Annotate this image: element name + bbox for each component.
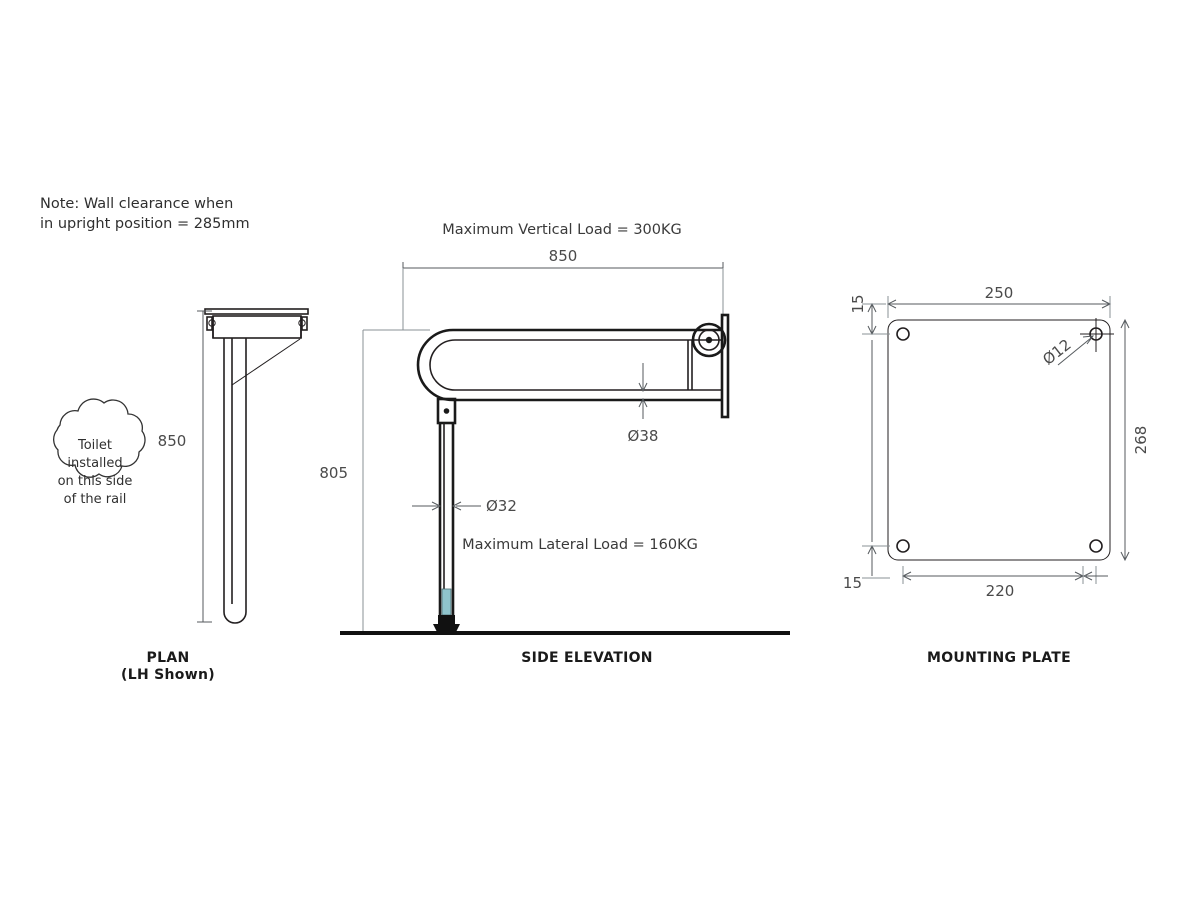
side-dim-850-text: 850 [549,247,578,265]
plan-dim-850: 850 [158,310,212,623]
max-vertical-load-label: Maximum Vertical Load = 300KG [442,222,682,238]
plate-dim-250-text: 250 [985,284,1014,302]
fixing-hole-bottom-left [896,539,910,553]
plan-wall-plate [204,308,309,315]
plan-view: 850 Toilet installed on this side of the… [53,308,309,683]
plan-hinge-body [212,315,302,339]
callout-cloud-shape [53,398,146,478]
plan-rail-tube [223,338,247,624]
plate-dim-268-text: 268 [1132,426,1150,455]
wall-mounting-plate [720,313,730,419]
plate-dim-d12-text: Ø12 [1039,335,1074,368]
side-elevation-view: Maximum Vertical Load = 300KG 850 805 [319,222,790,666]
side-dim-805: 805 [319,329,430,632]
side-dim-d32: Ø32 [412,497,517,515]
hinge-boss-outer [691,322,727,358]
plate-dim-15-bottom-text: 15 [843,574,862,592]
callout-line-3: on this side [58,474,133,489]
plan-dim-850-text: 850 [158,432,187,450]
mounting-plate-outline [887,319,1111,561]
plate-dim-15-top-text: 15 [849,294,867,313]
side-dim-d38: Ø38 [628,363,659,445]
plate-dim-15-bottom: 15 [843,544,890,592]
mounting-plate-view: Ø12 250 220 [843,284,1150,666]
side-elevation-title: SIDE ELEVATION [521,650,653,666]
max-lateral-load-label: Maximum Lateral Load = 160KG [462,537,698,553]
leg-pivot-pin [443,408,450,414]
plate-dim-220-text: 220 [986,582,1015,600]
wall-clearance-note-line-1: Note: Wall clearance when [40,196,233,212]
plate-dim-d12: Ø12 [1039,335,1095,369]
side-dim-d38-text: Ø38 [628,427,659,445]
callout-line-2: installed [67,456,122,471]
plan-view-title: PLAN [147,650,190,666]
foot-collar [438,615,455,624]
hinge-boss-center [705,336,713,344]
adjustable-foot-insert [441,588,452,616]
toilet-side-callout: Toilet installed on this side of the rai… [53,398,146,507]
wall-clearance-note: Note: Wall clearance when in upright pos… [40,196,250,232]
side-dim-d32-text: Ø32 [486,497,517,515]
plan-view-subtitle: (LH Shown) [121,667,215,683]
foot-base [433,624,460,632]
plate-dim-250: 250 [886,284,1112,318]
plate-dim-220: 220 [901,566,1108,600]
fixing-hole-top-left [896,327,910,341]
plate-dim-268: 268 [1120,318,1150,562]
side-dim-805-text: 805 [319,464,348,482]
plate-dim-15-top: 15 [849,294,890,336]
side-dim-850: 850 [402,247,724,330]
leg-pivot-bracket [436,397,457,425]
callout-line-4: of the rail [64,492,127,507]
wall-clearance-note-line-2: in upright position = 285mm [40,216,250,232]
plan-diagonal-brace [231,338,301,386]
grab-rail-inner-profile [429,339,723,391]
fixing-hole-bottom-right [1089,539,1103,553]
hinge-boss-mid [698,329,720,351]
callout-line-1: Toilet [77,438,112,453]
mounting-plate-title: MOUNTING PLATE [927,650,1071,666]
